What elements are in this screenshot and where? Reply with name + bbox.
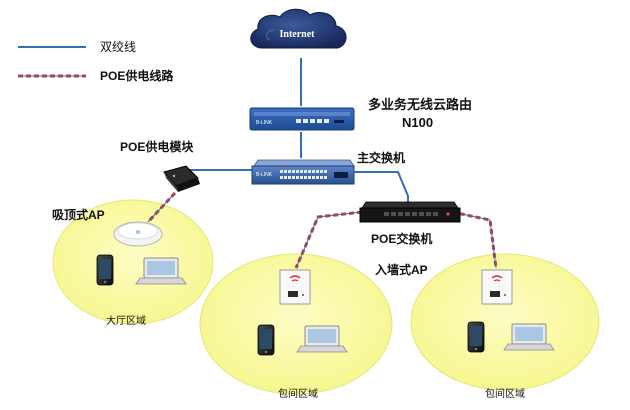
router-label-line1: 多业务无线云路由: [368, 97, 473, 112]
wall-ap-icon: [279, 269, 311, 305]
ceiling-ap-label: 吸顶式AP: [52, 208, 105, 222]
wall-ap-label: 入墙式AP: [375, 263, 428, 277]
poe-link-ceiling-ap-core: [147, 192, 176, 223]
main-switch-label: 主交换机: [357, 151, 406, 165]
room2-zone: [410, 253, 600, 391]
laptop-icon: [135, 257, 187, 285]
smartphone-icon: [467, 321, 485, 353]
smartphone-icon: [257, 324, 275, 356]
wall-ap-icon: [481, 269, 513, 305]
room1-zone-label: 包间区域: [278, 389, 318, 400]
lobby-zone-label: 大厅区域: [106, 316, 146, 327]
room2-zone-label: 包间区域: [485, 389, 525, 400]
poe-switch-label: POE交换机: [371, 232, 433, 246]
poe-module-label: POE供电模块: [120, 140, 194, 154]
laptop-icon: [503, 323, 555, 351]
svg-text:B-LINK: B-LINK: [256, 172, 273, 178]
poe-injector-icon: [163, 165, 200, 192]
switch-icon: B-LINK: [251, 159, 355, 185]
laptop-icon: [296, 325, 348, 353]
svg-text:B-LINK: B-LINK: [256, 120, 273, 126]
legend-poe-line-label: POE供电线路: [100, 69, 174, 83]
lobby-zone: [52, 199, 214, 325]
internet-label: Internet: [280, 29, 316, 40]
ceiling-ap-icon: [113, 221, 163, 247]
smartphone-icon: [96, 254, 114, 286]
router-icon: B-LINK: [249, 107, 355, 131]
poe-link-wall-ap-1-core: [295, 211, 363, 269]
router-label-line2: N100: [402, 115, 434, 130]
link-switch-poe-module: [187, 169, 252, 176]
poe-switch-icon: [359, 201, 461, 223]
legend-twisted-pair-label: 双绞线: [100, 40, 137, 54]
room1-zone: [199, 253, 393, 395]
poe-link-wall-ap-2-core: [451, 211, 497, 269]
cloud-icon: [250, 8, 347, 49]
